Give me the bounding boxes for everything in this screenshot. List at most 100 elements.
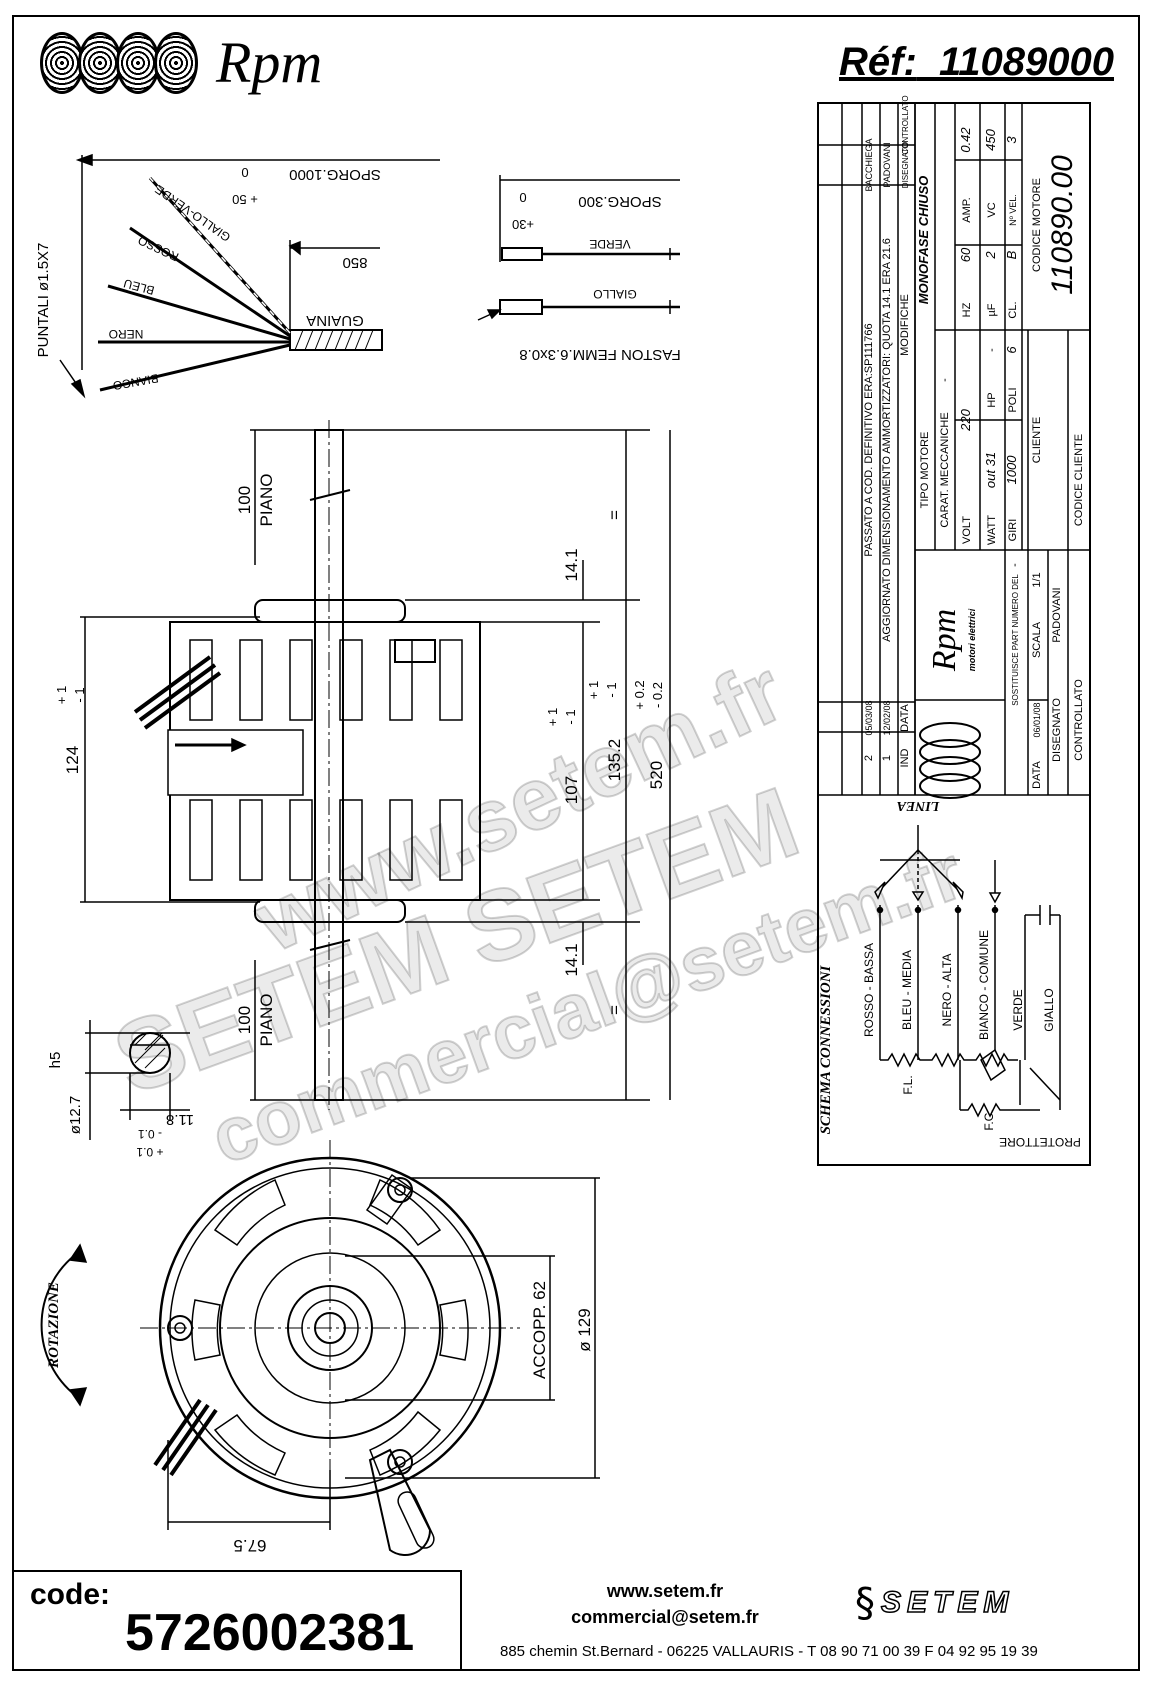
setem-swirl-icon: §	[855, 1580, 875, 1626]
svg-text:2: 2	[863, 755, 875, 761]
svg-text:CLIENTE: CLIENTE	[1031, 417, 1043, 463]
setem-name: SETEM	[880, 1585, 1015, 1620]
svg-text:+ 1: + 1	[54, 686, 69, 704]
svg-text:=: =	[605, 510, 624, 520]
svg-text:- 1: - 1	[563, 709, 578, 724]
svg-text:HZ: HZ	[961, 302, 973, 317]
dim-accopp-62: ACCOPP. 62	[530, 1281, 549, 1379]
protettore-label: PROTETTORE	[999, 1135, 1081, 1149]
svg-text:+ 0.1: + 0.1	[136, 1145, 163, 1159]
front-view-labels: ROTAZIONE ø 129 ACCOPP. 62 67.5	[46, 1281, 594, 1555]
schematic-labels: SCHEMA CONNESSIONI LINEA ROSSO - BASSA B…	[818, 798, 1081, 1149]
setem-logo: § SETEM	[855, 1580, 1014, 1626]
svg-text:IND: IND	[899, 748, 911, 767]
svg-text:Nº VEL.: Nº VEL.	[1008, 194, 1018, 226]
svg-text:1: 1	[881, 755, 893, 761]
svg-text:05/03/08: 05/03/08	[864, 700, 874, 735]
svg-text:0: 0	[519, 190, 526, 205]
puntali-label: PUNTALI ø1.5X7	[35, 243, 52, 358]
shaft-section-labels: h5 ø12.7 11.8 - 0.1 + 0.1	[47, 1052, 194, 1159]
title-block	[817, 102, 1091, 1166]
svg-text:CODICE CLIENTE: CODICE CLIENTE	[1073, 434, 1085, 526]
shaft-diameter-label: ø12.7	[67, 1096, 84, 1134]
codice-motore-value: 110890.00	[1046, 155, 1079, 295]
rotation-label: ROTAZIONE	[46, 1282, 62, 1369]
svg-text:BLEU - MEDIA: BLEU - MEDIA	[900, 950, 914, 1030]
faston-view	[477, 175, 680, 321]
volt-value: 220	[958, 408, 973, 431]
svg-text:h5: h5	[47, 1052, 64, 1069]
svg-text:PIANO: PIANO	[257, 994, 276, 1047]
vc-value: 450	[983, 128, 998, 150]
svg-text:0: 0	[241, 165, 248, 180]
svg-text:CONTROLLATO: CONTROLLATO	[1073, 679, 1085, 761]
schematic-title: SCHEMA CONNESSIONI	[818, 964, 834, 1134]
shaft-section	[85, 1020, 190, 1140]
poli-value: 6	[1004, 346, 1019, 354]
svg-text:- 0.1: - 0.1	[138, 1127, 162, 1141]
watt-value: out 31	[983, 452, 998, 488]
svg-text:GIRI: GIRI	[1007, 519, 1019, 542]
website-link[interactable]: www.setem.fr	[606, 1581, 724, 1601]
nvel-value: 3	[1004, 136, 1019, 144]
svg-text:WATT: WATT	[986, 515, 998, 545]
svg-text:ROSSO: ROSSO	[136, 233, 181, 264]
svg-text:NERO: NERO	[109, 327, 144, 341]
faston-label: FASTON FEMM.6.3x0.8	[519, 346, 680, 363]
title-block-coil-icon	[919, 722, 981, 799]
shaft-flat-label: 11.8	[166, 1111, 194, 1128]
svg-text:-: -	[986, 348, 998, 352]
motor-side-dimensions: 100 PIANO 100 PIANO 124 + 1 - 1 14.1 14.…	[54, 474, 666, 1047]
svg-text:BACCHIEGA: BACCHIEGA	[864, 138, 874, 191]
svg-text:12/02/08: 12/02/08	[882, 700, 892, 735]
brand-name: Rpm	[216, 30, 323, 95]
linea-label: LINEA	[897, 798, 941, 813]
dim-850-label: 850	[342, 254, 367, 271]
svg-text:AMP.: AMP.	[961, 197, 973, 222]
svg-text:- 0.2: - 0.2	[650, 682, 665, 708]
dim-520: 520	[647, 761, 666, 789]
svg-text:F.C.: F.C.	[982, 1109, 996, 1130]
svg-text:motori elettrici: motori elettrici	[967, 608, 977, 671]
dim-107: 107	[562, 776, 581, 804]
svg-text:µF: µF	[986, 303, 998, 316]
code-label: code:	[30, 1578, 111, 1611]
svg-text:GIALLO: GIALLO	[1042, 988, 1056, 1031]
dim-14-1-bottom: 14.1	[562, 943, 581, 976]
code-box	[12, 1570, 462, 1671]
svg-text:+ 1: + 1	[586, 681, 601, 699]
svg-text:=: =	[605, 1005, 624, 1015]
dim-135-2: 135.2	[605, 739, 624, 782]
motor-front-view	[40, 1140, 600, 1556]
rpm-logo: Rpm	[40, 28, 322, 98]
svg-text:VERDE: VERDE	[589, 237, 630, 251]
svg-text:-: -	[939, 378, 951, 382]
coil-logo-icon	[40, 32, 198, 94]
dim-14-1-top: 14.1	[562, 548, 581, 581]
svg-text:DISEGNATO: DISEGNATO	[901, 142, 910, 188]
svg-text:DATA: DATA	[1031, 760, 1043, 788]
email-link[interactable]: commercial@setem.fr	[571, 1607, 759, 1627]
motor-side-view	[80, 420, 671, 1110]
svg-text:1/1: 1/1	[1031, 572, 1043, 587]
revisions-heading: MODIFICHE	[899, 294, 911, 356]
svg-text:GIALLO-VERDE: GIALLO-VERDE	[152, 182, 233, 244]
svg-text:PIANO: PIANO	[257, 474, 276, 527]
svg-text:06/01/08: 06/01/08	[1032, 702, 1042, 737]
svg-text:BLEU: BLEU	[122, 276, 156, 298]
svg-text:VOLT: VOLT	[961, 516, 973, 544]
amp-value: 0.42	[958, 127, 973, 153]
svg-text:POLI: POLI	[1007, 387, 1019, 412]
svg-text:BIANCO: BIANCO	[112, 371, 160, 393]
faston-length-label: SPORG.300	[578, 193, 661, 210]
svg-text:+ 1: + 1	[545, 708, 560, 726]
revision-2-text: PASSATO A COD. DEFINITIVO ERA:SP111766	[863, 323, 875, 556]
svg-text:+ 50: + 50	[232, 192, 258, 207]
guaina-label: GUAINA	[306, 312, 364, 329]
svg-text:HP: HP	[986, 392, 998, 407]
svg-text:BIANCO - COMUNE: BIANCO - COMUNE	[977, 930, 991, 1040]
title-block-text: MODIFICHE IND DATA 2 05/03/08 PASSATO A …	[863, 95, 1085, 789]
code-value: 5726002381	[125, 1604, 415, 1662]
svg-text:CL.: CL.	[1007, 301, 1019, 318]
